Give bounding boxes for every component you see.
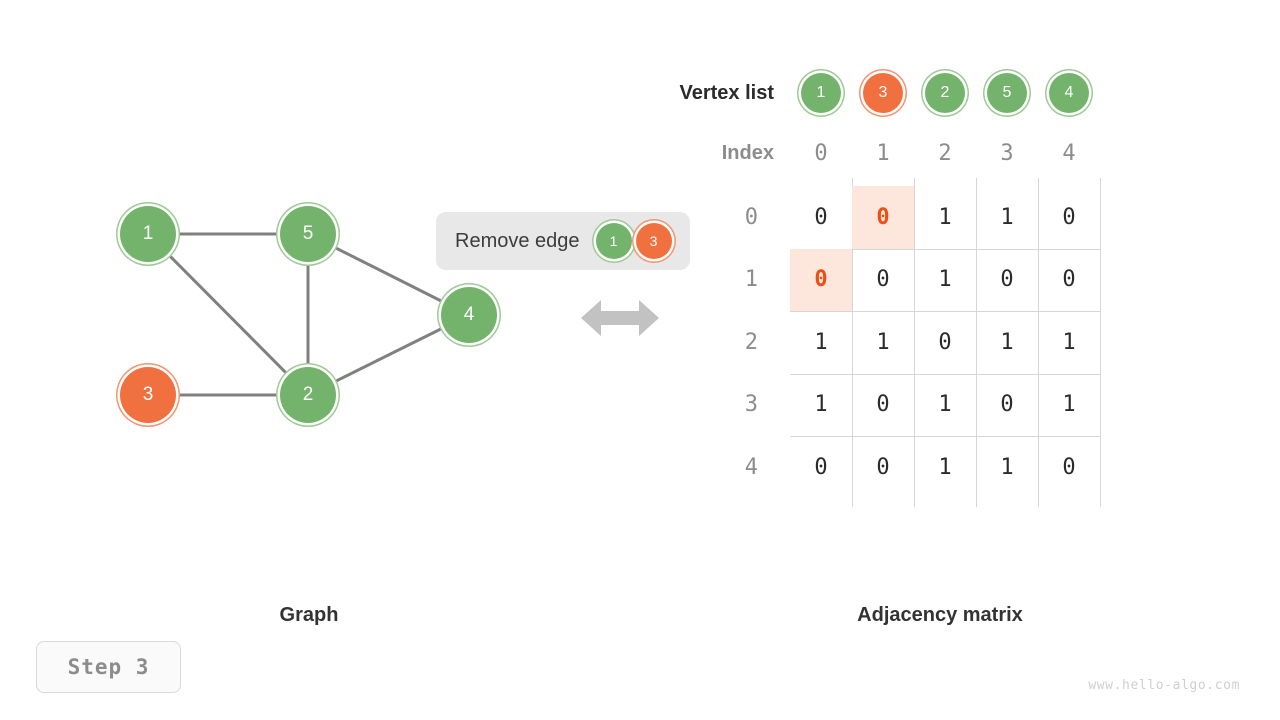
matrix-hline-4 [790, 436, 1100, 437]
index-cell-1: 1 [852, 141, 914, 166]
graph-node-5: 5 [280, 206, 336, 262]
matrix-vline-1 [852, 178, 853, 507]
double-arrow-icon [581, 300, 659, 336]
matrix-row-label-1: 1 [744, 267, 758, 293]
index-label: Index [721, 141, 774, 164]
vertex-cell-0: 1 [790, 73, 852, 113]
index-cell-2: 2 [914, 141, 976, 166]
index-cell-3: 3 [976, 141, 1038, 166]
vertex-node-1: 1 [801, 73, 841, 113]
action-badge: Remove edge 1 3 [436, 212, 690, 270]
graph-edge [146, 232, 310, 397]
index-cell-4: 4 [1038, 141, 1100, 166]
graph-edge [307, 313, 470, 397]
index-value-3: 3 [1000, 140, 1014, 166]
matrix-cell-0-3: 1 [1000, 204, 1014, 230]
matrix-vline-5 [1100, 178, 1101, 507]
matrix-caption: Adjacency matrix [857, 604, 1023, 626]
vertex-cell-4: 4 [1038, 73, 1100, 113]
graph-edges [146, 232, 470, 397]
matrix-cell-3-2: 1 [938, 392, 952, 418]
matrix-row: 1 1 0 1 1 [790, 311, 1100, 374]
index-cell-0: 0 [790, 141, 852, 166]
matrix-cell-3-4: 1 [1062, 392, 1076, 418]
action-label: Remove edge [455, 229, 580, 252]
index-value-2: 2 [938, 140, 952, 166]
matrix-cell-1-4: 0 [1062, 267, 1076, 293]
index-cells: 0 1 2 3 4 [790, 141, 1100, 166]
matrix-row-label-0: 0 [744, 204, 758, 230]
matrix-row-label-2: 2 [744, 329, 758, 355]
matrix-cell-3-1: 0 [876, 392, 890, 418]
matrix-row-label-4: 4 [744, 454, 758, 480]
matrix-cell-2-1: 1 [876, 329, 890, 355]
matrix-cell-3-3: 0 [1000, 392, 1014, 418]
vertex-cell-1: 3 [852, 73, 914, 113]
vertex-cell-2: 2 [914, 73, 976, 113]
index-value-0: 0 [814, 140, 828, 166]
vertex-node-3: 3 [863, 73, 903, 113]
step-badge: Step 3 [36, 641, 181, 693]
vertex-node-2: 2 [925, 73, 965, 113]
vertex-node-5: 5 [987, 73, 1027, 113]
matrix-hline-2 [790, 311, 1100, 312]
mini-node-b: 3 [635, 223, 672, 259]
graph-node-2: 2 [280, 367, 336, 423]
matrix-cell-1-2: 1 [938, 267, 952, 293]
mini-node-a: 1 [595, 223, 632, 259]
matrix-cell-1-0: 0 [790, 248, 852, 311]
matrix-row-labels: 0 1 2 3 4 [640, 186, 790, 499]
matrix-vline-3 [976, 178, 977, 507]
vertex-list-label: Vertex list [679, 81, 774, 104]
matrix-cell-2-0: 1 [814, 329, 828, 355]
index-value-1: 1 [876, 140, 890, 166]
matrix-cell-1-1: 0 [876, 267, 890, 293]
matrix-cell-0-2: 1 [938, 204, 952, 230]
matrix-hline-1 [790, 248, 1100, 250]
matrix-vline-4 [1038, 178, 1039, 507]
graph-edge [307, 232, 470, 317]
matrix-row: 0 0 1 1 0 [790, 436, 1100, 499]
matrix-cell-2-3: 1 [1000, 329, 1014, 355]
matrix-cell-4-2: 1 [938, 454, 952, 480]
index-row: Index 0 1 2 3 4 [640, 132, 1100, 174]
matrix-cell-4-4: 0 [1062, 454, 1076, 480]
matrix-cell-2-4: 1 [1062, 329, 1076, 355]
matrix-row: 1 0 1 0 1 [790, 374, 1100, 437]
matrix-cell-4-1: 0 [876, 454, 890, 480]
graph-panel: 1 5 4 3 2 [0, 0, 560, 560]
matrix-cell-0-0: 0 [814, 204, 828, 230]
mini-edge-line [623, 239, 646, 243]
matrix-cell-3-0: 1 [814, 392, 828, 418]
matrix-hline-3 [790, 373, 1100, 375]
matrix-cell-4-3: 1 [1000, 454, 1014, 480]
matrix-cell-0-4: 0 [1062, 204, 1076, 230]
matrix-vline-2 [914, 178, 915, 507]
vertex-node-4: 4 [1049, 73, 1089, 113]
graph-node-4: 4 [441, 287, 497, 343]
graph-caption: Graph [279, 604, 339, 626]
action-edge-preview: 1 3 [595, 223, 672, 259]
graph-node-1: 1 [120, 206, 176, 262]
matrix-cell-0-1: 0 [852, 186, 914, 249]
watermark: www.hello-algo.com [1088, 678, 1240, 693]
matrix-cell-4-0: 0 [814, 454, 828, 480]
graph-node-3: 3 [120, 367, 176, 423]
index-value-4: 4 [1062, 140, 1076, 166]
matrix-cell-2-2: 0 [938, 329, 952, 355]
matrix-cell-1-3: 0 [1000, 267, 1014, 293]
vertex-cell-3: 5 [976, 73, 1038, 113]
matrix-row-label-3: 3 [744, 392, 758, 418]
